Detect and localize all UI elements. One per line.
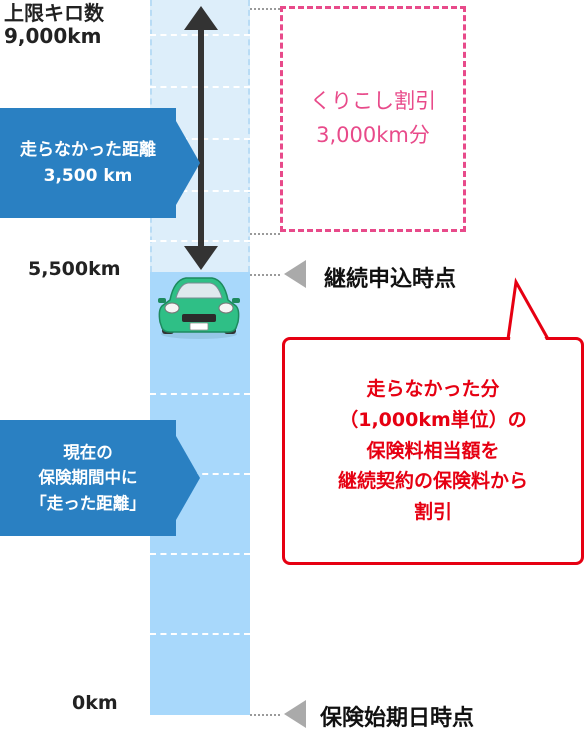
bubble-line: 走らなかった分 <box>366 378 500 401</box>
arrow-head-down-icon <box>184 246 218 270</box>
not-driven-distance-tag: 走らなかった距離 3,500 km <box>0 108 200 218</box>
driven-label-line: 保険期間中に <box>38 468 138 488</box>
leader-line <box>250 8 280 10</box>
column-grid-line <box>150 473 250 475</box>
double-arrow-icon <box>198 24 204 252</box>
bubble-line: 割引 <box>413 501 452 524</box>
carryover-value: 3,000km分 <box>316 123 430 147</box>
triangle-pointer-icon <box>284 700 306 728</box>
discount-explanation-bubble: 走らなかった分 （1,000km単位）の 保険料相当額を 継続契約の保険料から … <box>282 337 584 565</box>
leader-line <box>250 714 280 716</box>
driven-label-line: 「走った距離」 <box>30 493 146 513</box>
not-driven-label: 走らなかった距離 <box>20 139 156 160</box>
axis-renewal-value: 5,500km <box>28 258 121 280</box>
renewal-point-label: 継続申込時点 <box>324 267 457 292</box>
leader-line <box>250 233 280 235</box>
arrow-head-up-icon <box>184 6 218 30</box>
max-distance-title: 上限キロ数 <box>4 1 104 25</box>
leader-line <box>250 274 280 276</box>
max-distance-value: 9,000km <box>4 24 102 48</box>
start-point-label: 保険始期日時点 <box>320 706 475 731</box>
triangle-pointer-icon <box>284 260 306 288</box>
axis-zero-value: 0km <box>72 692 118 714</box>
driven-label-line: 現在の <box>63 442 113 462</box>
axis-top-labels: 上限キロ数 9,000km <box>4 2 104 48</box>
carryover-discount-box: くりこし割引 3,000km分 <box>280 6 466 232</box>
carryover-title: くりこし割引 <box>310 89 436 114</box>
bubble-line: 保険料相当額を <box>366 439 500 462</box>
column-grid-line <box>150 553 250 555</box>
column-grid-line <box>150 393 250 395</box>
column-grid-line <box>248 0 250 272</box>
driven-distance-tag: 現在の 保険期間中に 「走った距離」 <box>0 420 200 536</box>
column-grid-line <box>150 633 250 635</box>
not-driven-value: 3,500 km <box>43 166 133 186</box>
bubble-line: （1,000km単位）の <box>339 408 527 431</box>
car-icon <box>158 277 240 339</box>
bubble-line: 継続契約の保険料から <box>337 470 528 493</box>
